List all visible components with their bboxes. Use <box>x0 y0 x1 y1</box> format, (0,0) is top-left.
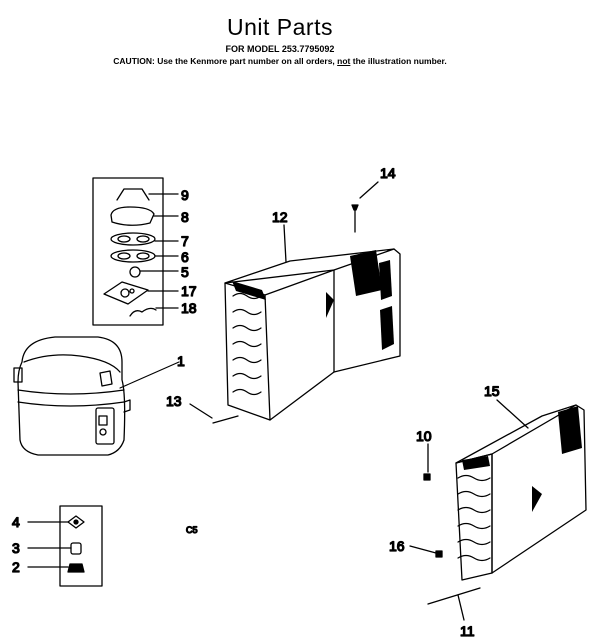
part-17-plate <box>103 281 149 305</box>
callout-13: 13 <box>166 393 182 409</box>
callout-4: 4 <box>12 514 20 530</box>
callout-11: 11 <box>460 623 475 639</box>
callout-2: 2 <box>12 559 20 575</box>
callout-18: 18 <box>181 300 197 316</box>
callout-9: 9 <box>181 187 189 203</box>
part-4-fitting <box>67 515 85 529</box>
callout-8: 8 <box>181 209 189 225</box>
caution-emphasis: not <box>337 56 351 66</box>
callout-12: 12 <box>272 209 288 225</box>
callout-17: 17 <box>181 283 197 299</box>
small-parts-box <box>27 505 103 587</box>
callout-6: 6 <box>181 249 189 265</box>
caution-prefix: CAUTION: Use the Kenmore part number on … <box>113 56 338 66</box>
page-title: Unit Parts <box>227 14 333 40</box>
model-number: FOR MODEL 253.7795092 <box>225 44 335 54</box>
callout-15: 15 <box>484 383 500 399</box>
parts-kit-box <box>92 177 179 326</box>
callout-16: 16 <box>389 538 405 554</box>
part-18-clip <box>129 307 157 317</box>
condenser-12 <box>189 181 401 424</box>
part-8-cover <box>110 206 155 226</box>
part-9-bracket <box>116 188 150 201</box>
callout-3: 3 <box>12 540 20 556</box>
callout-1: 1 <box>177 353 185 369</box>
part-5-cap <box>129 266 141 278</box>
part-7-gasket <box>110 232 156 246</box>
evaporator-15 <box>409 399 587 621</box>
callout-14: 14 <box>380 165 396 181</box>
caution-suffix: the illustration number. <box>350 56 447 66</box>
diagram-code: C5 <box>186 525 198 535</box>
callout-7: 7 <box>181 233 189 249</box>
callout-5: 5 <box>181 264 189 280</box>
part-3-fitting <box>70 542 82 555</box>
compressor <box>13 336 180 456</box>
callout-10: 10 <box>416 428 432 444</box>
caution-note: CAUTION: Use the Kenmore part number on … <box>0 56 560 66</box>
part-2-fitting <box>67 563 85 573</box>
